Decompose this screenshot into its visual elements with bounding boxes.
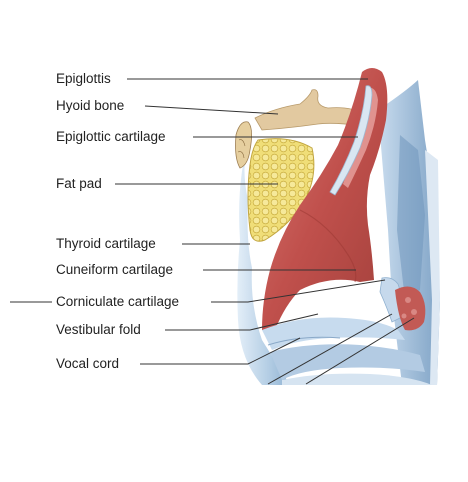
label-vestibular-fold: Vestibular fold bbox=[56, 322, 141, 337]
hyoid-bone-shape bbox=[235, 89, 366, 169]
label-thyroid-cartilage: Thyroid cartilage bbox=[56, 236, 156, 251]
leader-lower-1 bbox=[267, 313, 393, 385]
leader-vocal-cord bbox=[140, 337, 301, 365]
label-epiglottis: Epiglottis bbox=[56, 71, 111, 86]
leader-vestibular-fold bbox=[165, 313, 319, 331]
label-hyoid-bone: Hyoid bone bbox=[56, 98, 125, 113]
leader-hyoid-bone bbox=[144, 105, 279, 115]
leader-lines bbox=[10, 78, 415, 385]
leader-corniculate-cartilage bbox=[211, 279, 386, 303]
fat-pad-shape bbox=[247, 138, 315, 242]
arytenoid-region bbox=[379, 277, 426, 331]
label-fat-pad: Fat pad bbox=[56, 176, 102, 191]
leader-lower-2 bbox=[305, 317, 415, 385]
thyroid-cartilage-shape bbox=[237, 135, 290, 385]
folds-region bbox=[262, 317, 432, 385]
label-vocal-cord: Vocal cord bbox=[56, 356, 120, 371]
label-cuneiform-cartilage: Cuneiform cartilage bbox=[56, 262, 174, 277]
label-corniculate-cartilage: Corniculate cartilage bbox=[56, 294, 180, 309]
epiglottic-cartilage-shape bbox=[329, 85, 373, 196]
posterior-wall bbox=[378, 80, 440, 385]
label-epiglottic-cartilage: Epiglottic cartilage bbox=[56, 129, 166, 144]
